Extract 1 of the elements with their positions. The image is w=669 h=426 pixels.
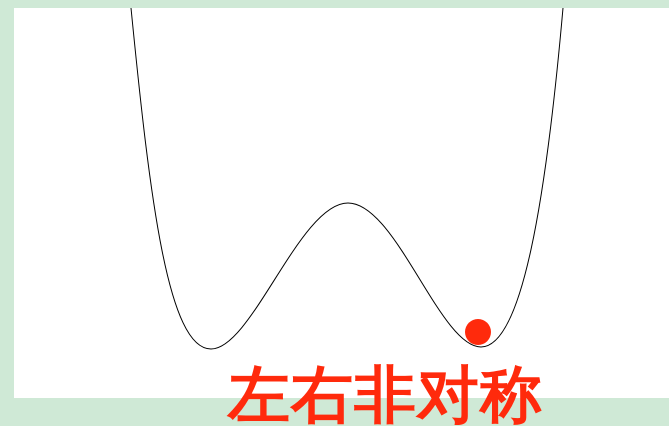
label-text: 左右非对称 [228,364,543,426]
